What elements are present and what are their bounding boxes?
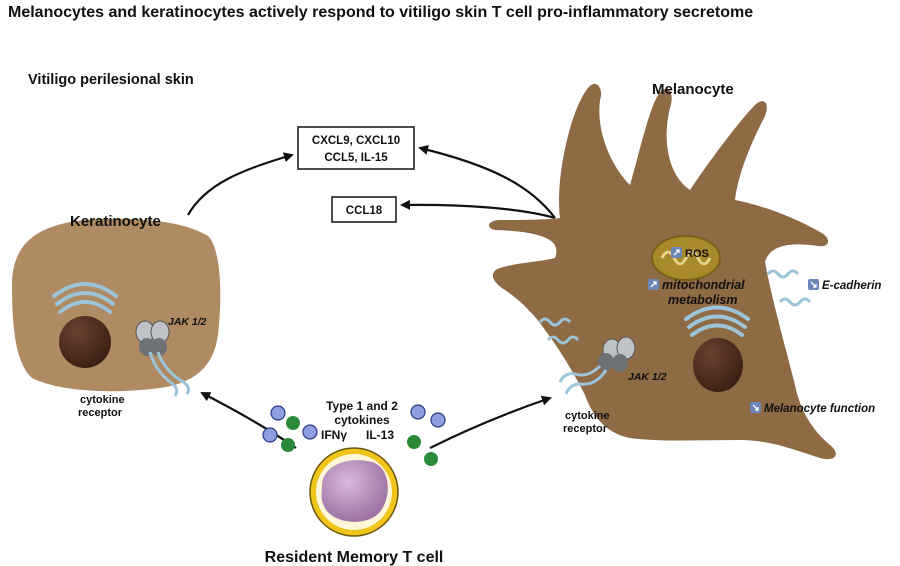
keratinocyte-nucleus [59, 316, 111, 368]
t-cell-nucleus [321, 460, 388, 522]
keratinocyte-jak-label: JAK 1/2 [168, 316, 207, 328]
melanocyte-er-icon [684, 305, 750, 337]
ros-label: ROS [685, 248, 709, 260]
melanocyte-receptor-label-1: cytokine [565, 410, 610, 422]
keratinocyte-receptor-label-2: receptor [78, 407, 123, 419]
ccl18-box: CCL18 [331, 196, 397, 223]
figure-title: Melanocytes and keratinocytes actively r… [8, 4, 753, 21]
melanocyte-receptor-label-2: receptor [563, 423, 608, 435]
melanocyte-cell: ROS mitochondrial metabolism JAK [488, 83, 836, 460]
mito-label-2: metabolism [668, 293, 737, 307]
chemokines-line-2: CCL5, IL-15 [324, 152, 388, 164]
melanocyte-jak-receptor-icon [558, 336, 636, 395]
tcell-cytokines-line-2: cytokines [334, 413, 390, 427]
keratinocyte-to-chemokines-arrow [187, 152, 294, 216]
melanocyte-jak-label: JAK 1/2 [628, 371, 667, 383]
melanocyte-to-ccl18-arrow [400, 199, 556, 220]
il13-label: IL-13 [366, 428, 394, 442]
keratinocyte-label: Keratinocyte [70, 213, 161, 230]
ecadherin-label: E-cadherin [822, 280, 881, 292]
melanocyte-to-chemokines-arrow [418, 145, 556, 219]
keratinocyte-er-icon [52, 282, 118, 314]
t-cell [309, 447, 399, 537]
context-label: Vitiligo perilesional skin [28, 72, 194, 88]
tcell-label: Resident Memory T cell [265, 549, 444, 566]
function-label: Melanocyte function [764, 403, 875, 415]
keratinocyte-receptor-label-1: cytokine [80, 394, 125, 406]
chemokines-box: CXCL9, CXCL10 CCL5, IL-15 [297, 126, 415, 170]
tcell-to-keratinocyte-arrow [200, 392, 297, 449]
keratinocyte-body [12, 218, 221, 392]
chemokines-line-1: CXCL9, CXCL10 [312, 135, 400, 147]
tcell-to-melanocyte-arrow [429, 395, 552, 449]
cytokines-left-icon [262, 405, 318, 452]
tcell-cytokines-line-1: Type 1 and 2 [326, 399, 398, 413]
melanocyte-nucleus [693, 338, 743, 392]
keratinocyte-cell: JAK 1/2 [12, 218, 221, 397]
melanocyte-label: Melanocyte [652, 81, 734, 98]
mitochondrion-icon [651, 235, 721, 281]
ccl18-label: CCL18 [346, 205, 383, 217]
cytokines-right-icon [407, 404, 446, 466]
ifng-label: IFNγ [321, 428, 347, 442]
mito-label-1: mitochondrial [662, 278, 745, 292]
keratinocyte-jak-receptor-icon [135, 320, 190, 397]
ecadherin-icon [538, 269, 812, 345]
